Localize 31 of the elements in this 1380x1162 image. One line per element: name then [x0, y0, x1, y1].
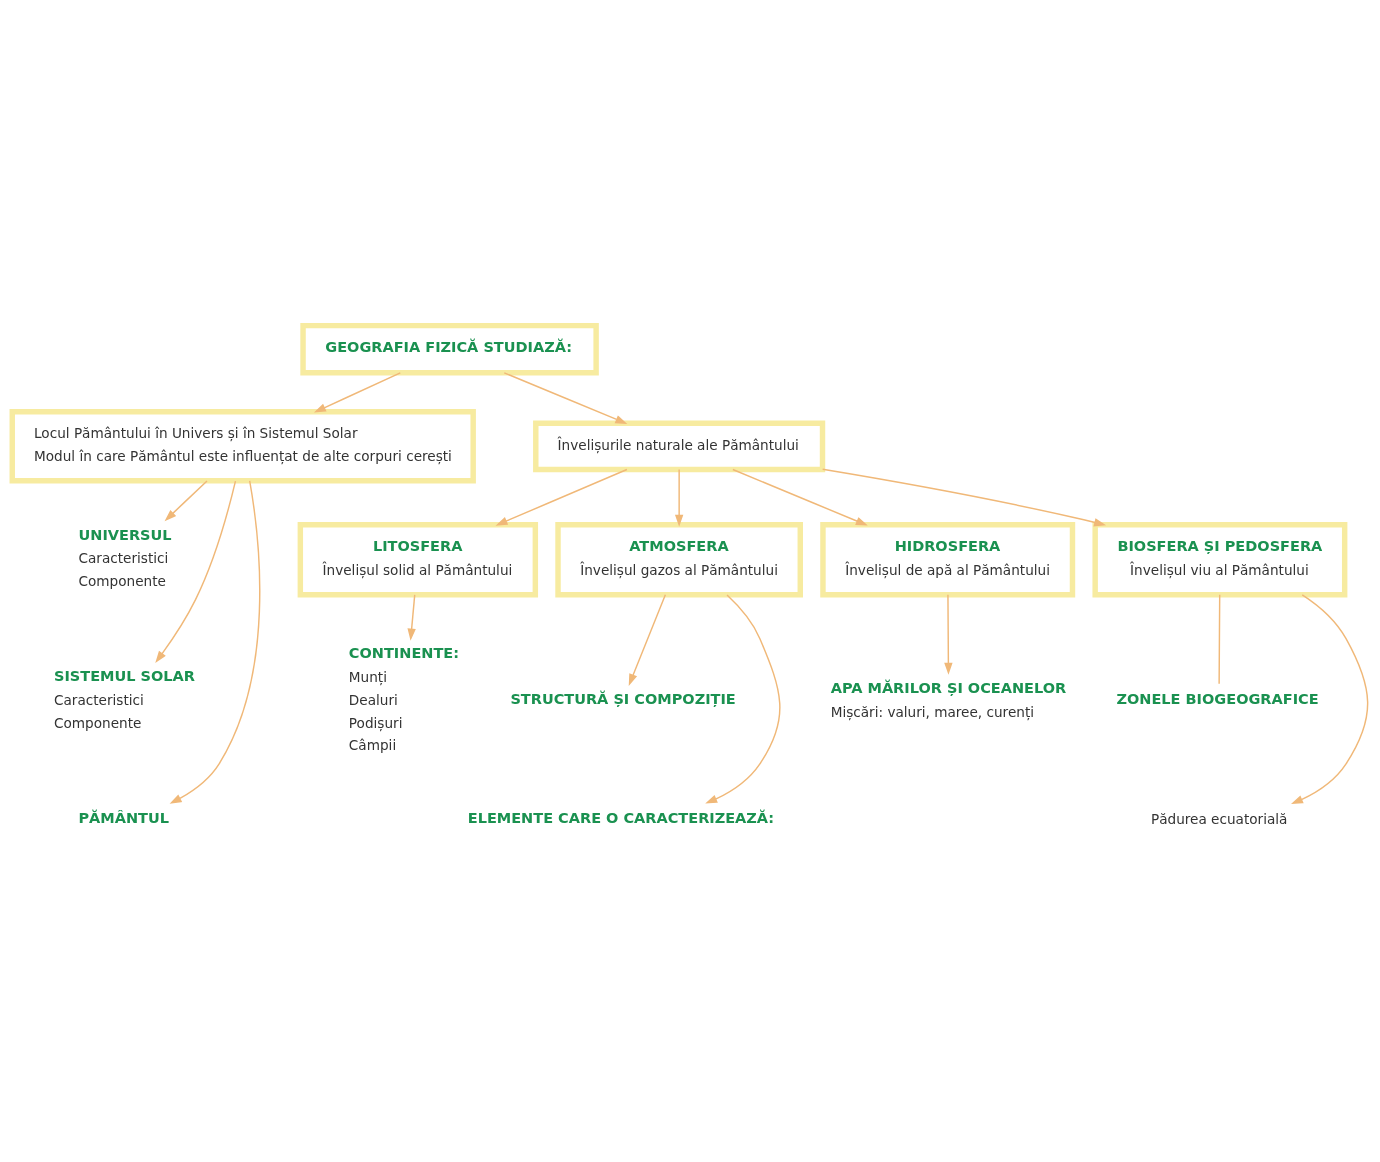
arrow [944, 593, 953, 675]
arrow [155, 479, 237, 663]
arrow [503, 371, 628, 424]
node-text: ELEMENTE CARE O CARACTERIZEAZĂ: [467, 809, 775, 826]
arrow [495, 468, 628, 526]
node-text: UNIVERSUL Caracteristici Componente [78, 526, 172, 589]
arrow [407, 593, 416, 641]
arrow [164, 479, 208, 521]
node-text: STRUCTURĂ ȘI COMPOZIȚIE [510, 690, 736, 707]
node-text: Pădurea ecuatorială [1150, 810, 1288, 827]
arrow [732, 468, 868, 526]
node-box: BIOSFERA ȘI PEDOSFERA Învelișul viu al Pământului [1092, 521, 1348, 597]
node-box: LITOSFERA Învelișul solid al Pământului [297, 521, 539, 597]
node-text: PĂMÂNTUL [78, 809, 170, 826]
node-text: APA MĂRILOR ȘI OCEANELOR Mișcări: valuri, maree, curenți [830, 679, 1067, 720]
node-text: SISTEMUL SOLAR Caracteristici Componente [53, 667, 195, 731]
node-text: CONTINENTE: Munți Dealuri Podișuri Câmpii [348, 644, 460, 753]
arrow [674, 468, 684, 527]
arrow [313, 371, 402, 413]
arrow [628, 593, 667, 686]
arrow [705, 593, 781, 804]
node-box: Locul Pământului în Univers și în Sistemul Solar Modul în care Pământul este influențat de alte corpuri cerești [9, 408, 476, 483]
arrow [821, 468, 1107, 526]
node-box: ATMOSFERA Învelișul gazos al Pământului [555, 521, 803, 597]
arrow [169, 479, 261, 804]
node-text: ZONELE BIOGEOGRAFICE [1116, 690, 1319, 707]
node-box: Învelișurile naturale ale Pământului [533, 419, 826, 472]
arrow [1291, 593, 1369, 804]
node-box: HIDROSFERA Învelișul de apă al Pământului [820, 521, 1076, 597]
node-box: GEOGRAFIA FIZICĂ STUDIAZĂ: [300, 322, 599, 376]
connector [1218, 593, 1221, 685]
